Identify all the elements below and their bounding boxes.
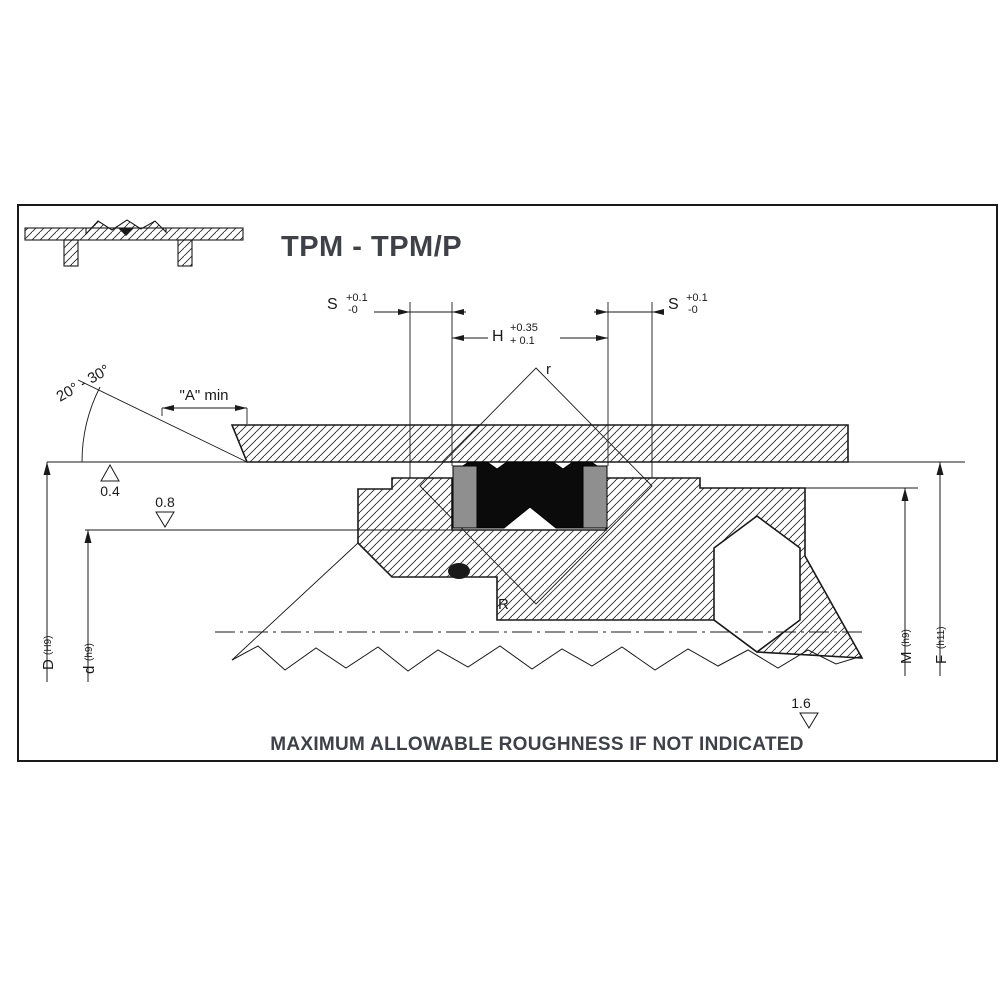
dim-a-min-label: "A" min [180,387,229,404]
roughness-triangle-icon [100,463,120,482]
dim-s-right-label: S [668,296,679,313]
dim-dia-f: F (h11) [933,462,950,676]
dim-h-tol-top: +0.35 [510,322,538,334]
chamfer-angle-label: 20° - 30° [54,361,113,405]
dim-s-right-arrow-a [596,309,608,315]
drawing-border [17,204,998,762]
dim-h-arrow-right [596,335,608,341]
dim-dia-m: M (h9) [805,487,918,676]
radius-leader-diamond [419,367,653,605]
page-title: TPM - TPM/P [281,231,462,263]
dim-m-label: M [898,652,915,665]
dim-s-left: S +0.1 -0 [327,292,466,316]
dim-a-min-arrow-left [162,405,174,411]
seal-assembly [448,461,608,579]
cylinder-wall-section [230,424,849,463]
dim-h-tol-bot: + 0.1 [510,335,535,347]
dim-h-arrow-left [452,335,464,341]
dim-d-bore-arrow [43,462,51,475]
roughness-groove-value: 0.8 [155,494,175,510]
roughness-bore-value: 0.4 [100,483,120,499]
thumbnail-seal-profile [85,219,167,236]
backup-ring-right [582,465,608,529]
thumbnail-seal-notch [118,228,134,236]
secondary-o-ring-section [448,563,470,579]
dim-s-right: S +0.1 -0 [594,292,708,316]
chamfer-angle-callout: 20° - 30° [54,361,113,405]
dim-s-right-tol-bot: -0 [688,304,698,316]
dim-m-suffix: (h9) [901,629,912,647]
dim-d-bore-suffix: (H9) [43,636,54,655]
dim-dia-bore: D (H9) [40,462,57,682]
dim-d-rod-arrow [84,530,92,543]
dim-s-left-arrow-b [452,309,464,315]
roughness-mark-groove: 0.8 [155,494,175,528]
dim-s-left-tol-top: +0.1 [346,292,368,304]
roughness-triangle-icon [799,712,819,729]
hex-socket-section [713,515,801,653]
dim-f-suffix: (h11) [936,626,947,649]
dim-d-rod-label: d [81,666,98,674]
dim-a-min-arrow-right [235,405,247,411]
roughness-mark-general: 1.6 [791,695,819,729]
radius-small-label: r [546,361,551,378]
dim-s-left-label: S [327,296,338,313]
dim-dia-rod: d (h9) [81,529,453,682]
dim-m-arrow [901,488,909,501]
thumbnail-gland-strip [24,227,244,241]
dim-d-bore-label: D [40,659,57,670]
chamfer-construction-line [77,379,248,463]
roughness-mark-bore: 0.4 [100,463,120,499]
seal-thumbnail-icon [24,219,244,267]
dim-s-right-tol-top: +0.1 [686,292,708,304]
roughness-triangle-icon [155,511,175,528]
dim-h: H +0.35 + 0.1 [452,322,608,347]
radius-large-label: R [498,596,509,613]
footer-note: MAXIMUM ALLOWABLE ROUGHNESS IF NOT INDIC… [270,734,804,755]
chamfer-angle-arc [81,386,101,463]
dim-f-label: F [933,655,950,664]
break-wavy-line [231,645,863,672]
break-edge-line [231,542,359,661]
dim-d-rod-suffix: (h9) [84,643,95,661]
thumbnail-right-tab [177,239,193,267]
dim-h-label: H [492,328,504,345]
backup-ring-left [452,465,478,529]
thumbnail-left-tab [63,239,79,267]
dim-a-min: "A" min [161,387,248,424]
dim-s-right-arrow-b [652,309,664,315]
dim-s-left-arrow-a [398,309,410,315]
roughness-general-value: 1.6 [791,695,811,711]
dim-s-left-tol-bot: -0 [348,304,358,316]
dim-f-arrow [936,462,944,475]
